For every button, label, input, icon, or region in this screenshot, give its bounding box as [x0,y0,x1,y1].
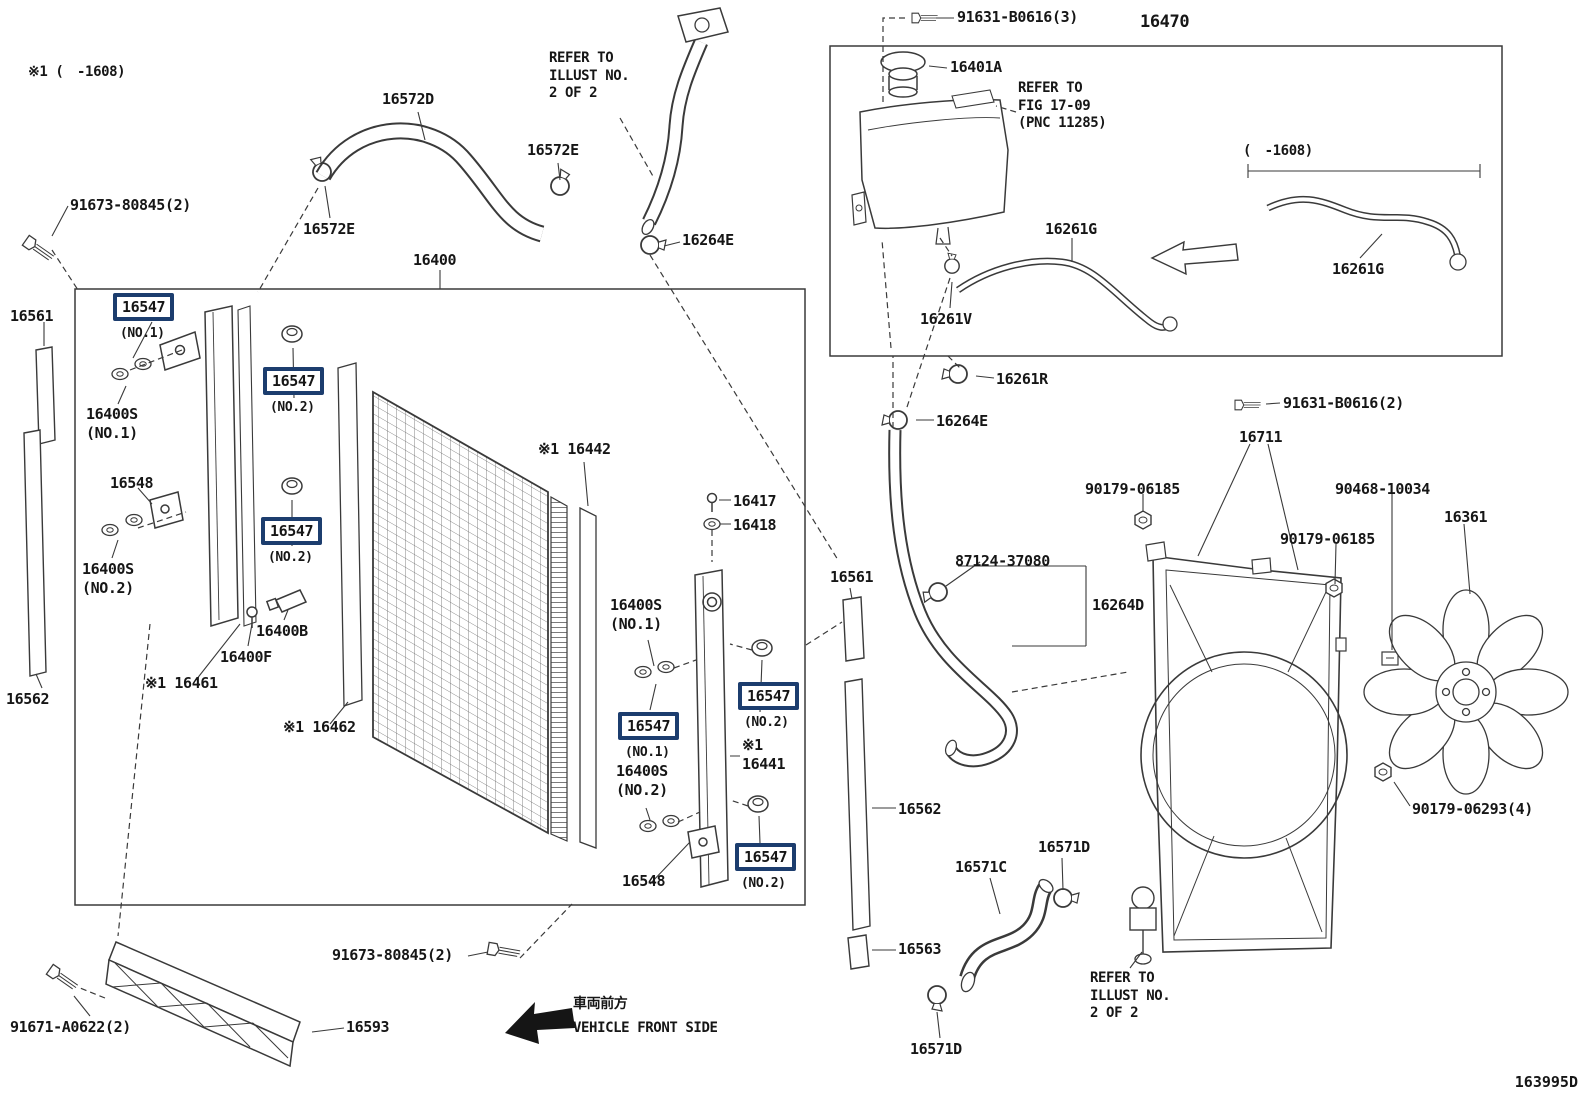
label-16462[interactable]: ※1 16462 [283,718,356,736]
label-16562-mid[interactable]: 16562 [898,800,942,818]
label-16261V[interactable]: 16261V [920,310,972,328]
label-16361[interactable]: 16361 [1444,508,1488,526]
label-16442[interactable]: ※1 16442 [538,440,611,458]
fan [1363,589,1569,795]
lower-hose-group [927,878,1157,1012]
label-90468-10034[interactable]: 90468-10034 [1335,480,1430,498]
label-16561-mid[interactable]: 16561 [830,568,874,586]
front-side-en: VEHICLE FRONT SIDE [573,1020,718,1036]
label-16264E-top[interactable]: 16264E [682,231,734,249]
label-16547-no1-mid[interactable]: 16547 [618,712,680,741]
upper-hoses [306,122,575,243]
label-87124-37080[interactable]: 87124-37080 [955,552,1050,570]
label-16548-mid[interactable]: 16548 [622,872,666,890]
sub-16547-no1-mid: (NO.1) [625,745,670,760]
label-16400[interactable]: 16400 [413,251,457,269]
label-90179-06293[interactable]: 90179-06293(4) [1412,800,1533,818]
lower-bracket [105,941,301,1068]
leader-lines [35,17,1471,1039]
filler-neck [640,7,729,255]
label-16417[interactable]: 16417 [733,492,777,510]
right-tank [687,492,729,888]
label-16547-no2-bottom[interactable]: 16547 [735,843,797,872]
label-16547-no2-right[interactable]: 16547 [738,682,800,711]
sub-16547-no2-midleft: (NO.2) [268,550,313,565]
note-spec-top: ※1 ( -1608) [28,64,126,80]
label-16470[interactable]: 16470 [1140,12,1190,32]
label-16461[interactable]: ※1 16461 [145,674,218,692]
left-seals [23,346,56,677]
label-16561-left[interactable]: 16561 [10,307,54,325]
note-refer-bottom: REFER TO ILLUST NO. 2 OF 2 [1090,970,1171,1021]
label-16400F[interactable]: 16400F [220,648,272,666]
label-16261G-a[interactable]: 16261G [1045,220,1097,238]
label-91673-80845-left[interactable]: 91673-80845(2) [70,196,191,214]
label-90179-06185-a[interactable]: 90179-06185 [1085,480,1180,498]
left-tank [149,305,308,628]
label-90179-06185-b[interactable]: 90179-06185 [1280,530,1375,548]
label-16711[interactable]: 16711 [1239,428,1283,446]
label-16400S-no2-mid[interactable]: 16400S (NO.2) [616,762,668,799]
label-16401A[interactable]: 16401A [950,58,1002,76]
note-spec-right: ( -1608) [1243,143,1313,159]
reservoir-tank [851,51,1009,274]
label-16441[interactable]: ※1 16441 [742,736,786,773]
label-16571D-b[interactable]: 16571D [910,1040,962,1058]
dashed-lines [51,17,1129,999]
label-16264D[interactable]: 16264D [1092,596,1144,614]
label-91631-B0616-3[interactable]: 91631-B0616(3) [957,8,1078,26]
label-16400B[interactable]: 16400B [256,622,308,640]
label-16261R[interactable]: 16261R [996,370,1048,388]
right-seals [842,596,871,970]
label-16572E-right[interactable]: 16572E [527,141,579,159]
label-16547-no2-midleft[interactable]: 16547 [261,517,323,546]
label-16571C[interactable]: 16571C [955,858,1007,876]
label-16418[interactable]: 16418 [733,516,777,534]
label-16400S-no2-left[interactable]: 16400S (NO.2) [82,560,134,597]
label-16400S-no1-mid[interactable]: 16400S (NO.1) [610,596,662,633]
label-16562-left[interactable]: 16562 [6,690,50,708]
label-16572E-left[interactable]: 16572E [303,220,355,238]
sub-16547-no1-left: (NO.1) [120,326,165,341]
sub-16547-no2-topleft: (NO.2) [270,400,315,415]
label-16261G-b[interactable]: 16261G [1332,260,1384,278]
front-side-jp: 車両前方 [573,996,628,1012]
label-91673-80845-bottom[interactable]: 91673-80845(2) [332,946,453,964]
label-16400S-no1-left[interactable]: 16400S (NO.1) [86,405,138,442]
label-16593[interactable]: 16593 [346,1018,390,1036]
sub-16547-no2-bottom: (NO.2) [741,876,786,891]
label-16264E-mid[interactable]: 16264E [936,412,988,430]
fan-shroud [1140,541,1399,953]
label-91671-A0622[interactable]: 91671-A0622(2) [10,1018,131,1036]
label-16547-no1-left[interactable]: 16547 [113,293,175,322]
label-16572D[interactable]: 16572D [382,90,434,108]
label-16571D-a[interactable]: 16571D [1038,838,1090,856]
label-16548-left[interactable]: 16548 [110,474,154,492]
label-16547-no2-topleft[interactable]: 16547 [263,367,325,396]
reservoir-hoses [881,164,1481,430]
note-refer-fig: REFER TO FIG 17-09 (PNC 11285) [1018,80,1107,131]
label-16563[interactable]: 16563 [898,940,942,958]
overflow-pipe [888,429,1018,768]
sub-16547-no2-right: (NO.2) [744,715,789,730]
radiator-core [337,362,597,849]
figure-code: 163995D [1514,1073,1578,1091]
note-refer-top: REFER TO ILLUST NO. 2 OF 2 [549,50,630,101]
label-91631-B0616-2[interactable]: 91631-B0616(2) [1283,394,1404,412]
front-arrow [505,1002,575,1044]
